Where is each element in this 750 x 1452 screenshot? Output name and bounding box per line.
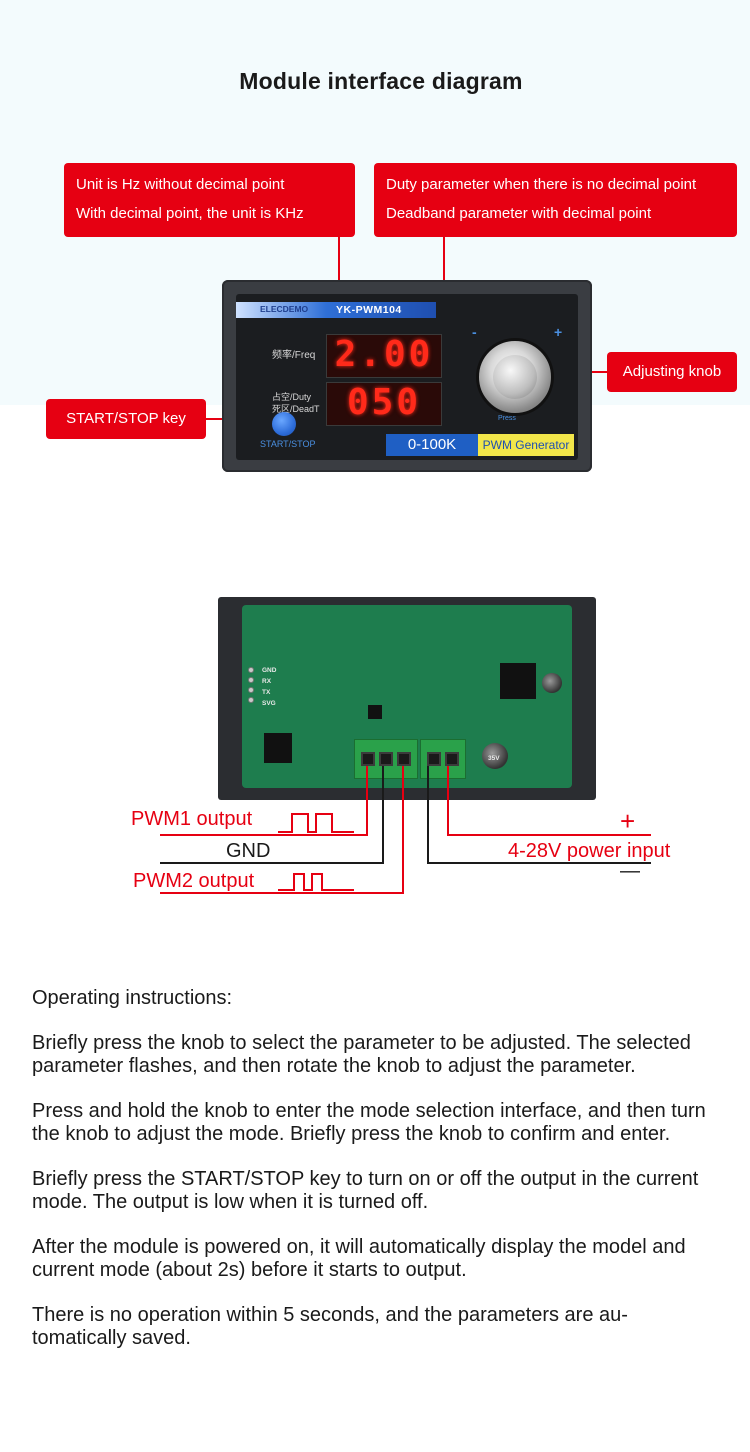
terminal-screw bbox=[427, 752, 441, 766]
capacitor bbox=[542, 673, 562, 693]
knob-plus-sign: + bbox=[554, 324, 563, 340]
silk-rx: RX bbox=[262, 678, 272, 685]
terminal-screw bbox=[445, 752, 459, 766]
header-pins bbox=[248, 667, 254, 703]
pwm-terminal-block bbox=[354, 739, 418, 779]
pwm1-wire-v bbox=[366, 766, 368, 836]
pin bbox=[248, 697, 254, 703]
instruction-paragraph: After the module is powered on, it will … bbox=[32, 1236, 686, 1281]
callout-line: START/STOP key bbox=[66, 410, 186, 427]
ic-chip-small bbox=[368, 705, 382, 719]
knob-callout: Adjusting knob bbox=[607, 352, 737, 392]
freq-callout-connector bbox=[338, 237, 340, 312]
pin bbox=[248, 687, 254, 693]
instruction-paragraph: Press and hold the knob to enter the mod… bbox=[32, 1100, 706, 1145]
freq-label: 频率/Freq bbox=[272, 350, 316, 361]
callout-line: Adjusting knob bbox=[622, 363, 722, 380]
duty-display: 050 bbox=[326, 382, 442, 426]
page-title: Module interface diagram bbox=[239, 68, 523, 94]
power-plus-sign: + bbox=[620, 806, 636, 836]
callout-line: Unit is Hz without decimal point bbox=[76, 176, 285, 193]
instruction-paragraph: Briefly press the knob to select the par… bbox=[32, 1032, 691, 1077]
power-input-label: 4-28V power input bbox=[508, 840, 671, 862]
gnd-wire-v bbox=[382, 766, 384, 864]
power-minus-wire-h bbox=[427, 862, 651, 864]
power-plus-wire-v bbox=[447, 766, 449, 836]
instruction-paragraph: Briefly press the START/STOP key to turn… bbox=[32, 1168, 699, 1213]
instructions-title: Operating instructions: bbox=[32, 987, 233, 1009]
range-badge: 0-100K bbox=[386, 434, 478, 456]
terminal-screw bbox=[379, 752, 393, 766]
model-label: YK-PWM104 bbox=[336, 304, 402, 316]
press-label: Press bbox=[498, 415, 516, 422]
terminal-screw bbox=[361, 752, 375, 766]
module-face: ELECDEMO YK-PWM104 频率/Freq 2.00 占空/Duty … bbox=[236, 294, 578, 460]
pwm-module-panel: ELECDEMO YK-PWM104 频率/Freq 2.00 占空/Duty … bbox=[222, 280, 592, 472]
gnd-wire-h bbox=[160, 862, 384, 864]
pwm1-wire-h bbox=[160, 834, 368, 836]
silk-svg: SVG bbox=[262, 700, 276, 707]
terminal-screw bbox=[397, 752, 411, 766]
duty-label: 占空/Duty bbox=[272, 392, 312, 402]
capacitor-large bbox=[482, 743, 508, 769]
pwm1-pulse-icon bbox=[278, 813, 354, 833]
callout-line: Duty parameter when there is no decimal … bbox=[386, 176, 697, 193]
brand-bar bbox=[236, 302, 436, 318]
pcb-enclosure: GND RX TX SVG 35V bbox=[218, 597, 596, 800]
instruction-paragraph: There is no operation within 5 seconds, … bbox=[32, 1304, 628, 1349]
product-badge: PWM Generator bbox=[478, 434, 574, 456]
pcb-board: GND RX TX SVG 35V bbox=[242, 605, 572, 788]
power-plus-wire-h bbox=[447, 834, 651, 836]
start-stop-callout: START/STOP key bbox=[46, 399, 206, 439]
deadtime-label: 死区/DeadT bbox=[272, 404, 320, 414]
callout-line: Deadband parameter with decimal point bbox=[386, 205, 652, 222]
silk-gnd: GND bbox=[262, 667, 277, 674]
cap-label: 35V bbox=[488, 755, 500, 762]
silk-tx: TX bbox=[262, 689, 271, 696]
freq-unit-callout: Unit is Hz without decimal point With de… bbox=[64, 163, 355, 237]
power-minus-sign: — bbox=[620, 860, 640, 882]
start-stop-label: START/STOP bbox=[260, 439, 316, 449]
pwm2-label: PWM2 output bbox=[133, 870, 255, 892]
pwm2-wire-h bbox=[160, 892, 404, 894]
start-stop-button[interactable] bbox=[272, 412, 296, 436]
operating-instructions: Operating instructions: Briefly press th… bbox=[32, 987, 712, 1372]
knob-minus-sign: - bbox=[472, 324, 477, 340]
duty-param-callout: Duty parameter when there is no decimal … bbox=[374, 163, 737, 237]
freq-display: 2.00 bbox=[326, 334, 442, 378]
power-terminal-block bbox=[420, 739, 466, 779]
pwm2-wire-v bbox=[402, 766, 404, 894]
power-minus-wire-v bbox=[427, 766, 429, 864]
pin bbox=[248, 677, 254, 683]
pwm2-pulse-icon bbox=[278, 873, 354, 891]
callout-line: With decimal point, the unit is KHz bbox=[76, 205, 304, 222]
brand-logo: ELECDEMO bbox=[260, 304, 309, 314]
gnd-label: GND bbox=[226, 840, 271, 862]
pin bbox=[248, 667, 254, 673]
adjusting-knob[interactable] bbox=[476, 338, 554, 416]
ic-chip-main bbox=[500, 663, 536, 699]
knob-cap bbox=[493, 355, 537, 399]
ic-chip bbox=[264, 733, 292, 763]
pwm1-label: PWM1 output bbox=[131, 808, 253, 830]
